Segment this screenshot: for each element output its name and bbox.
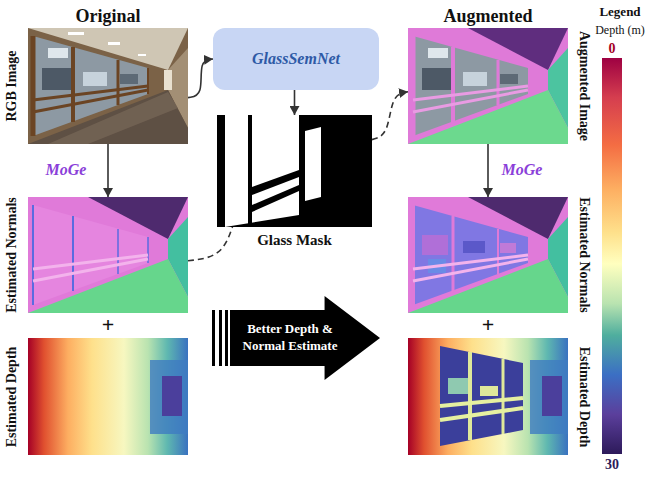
flow-arrow — [188, 59, 213, 98]
column-header: Original — [75, 6, 140, 27]
model-label: MoGe — [502, 161, 543, 179]
glass-mask-image — [217, 115, 372, 227]
flow-arrow — [294, 90, 296, 115]
dashed-connector — [188, 227, 233, 261]
augmented-photo — [408, 28, 568, 144]
panel-label: Estimated Depth — [576, 346, 592, 447]
image-panel: Augmented Image — [408, 28, 568, 144]
panel-label: RGB Image — [4, 50, 20, 121]
scale-value: 0 — [609, 41, 616, 57]
legend-title: Depth (m) — [595, 23, 645, 38]
plus-sign: + — [482, 312, 495, 338]
model-label: MoGe — [46, 161, 87, 179]
image-panel: Estimated Depth — [28, 338, 188, 455]
panel-label: Estimated Normals — [576, 197, 592, 313]
image-panel: Glass Mask — [217, 115, 372, 227]
model-name: GlassSemNet — [252, 50, 340, 68]
scale-value: 30 — [605, 457, 619, 473]
image-panel: Estimated Normals — [408, 197, 568, 313]
process-arrow: Better Depth & Normal Estimate — [212, 296, 380, 380]
panel-label: Estimated Depth — [4, 346, 20, 447]
panel-label: Estimated Normals — [4, 197, 20, 313]
normal-map — [408, 197, 568, 313]
color-bar — [602, 58, 622, 454]
depth-map — [28, 338, 188, 455]
flow-arrow — [487, 144, 489, 197]
image-panel: Estimated Normals — [28, 197, 188, 313]
image-panel: Estimated Depth — [408, 338, 568, 455]
dashed-connector — [372, 92, 408, 140]
normal-map — [28, 197, 188, 313]
flow-arrow — [107, 144, 109, 197]
arrow-text: Better Depth & Normal Estimate — [232, 321, 348, 355]
model-box: GlassSemNet — [213, 28, 379, 90]
plus-sign: + — [102, 312, 115, 338]
column-header: Augmented — [444, 6, 533, 27]
rgb-photo — [28, 28, 188, 144]
legend-title: Legend — [599, 4, 640, 20]
depth-map — [408, 338, 568, 455]
panel-label: Augmented Image — [576, 31, 592, 141]
image-panel: RGB Image — [28, 28, 188, 144]
panel-label: Glass Mask — [257, 232, 332, 249]
